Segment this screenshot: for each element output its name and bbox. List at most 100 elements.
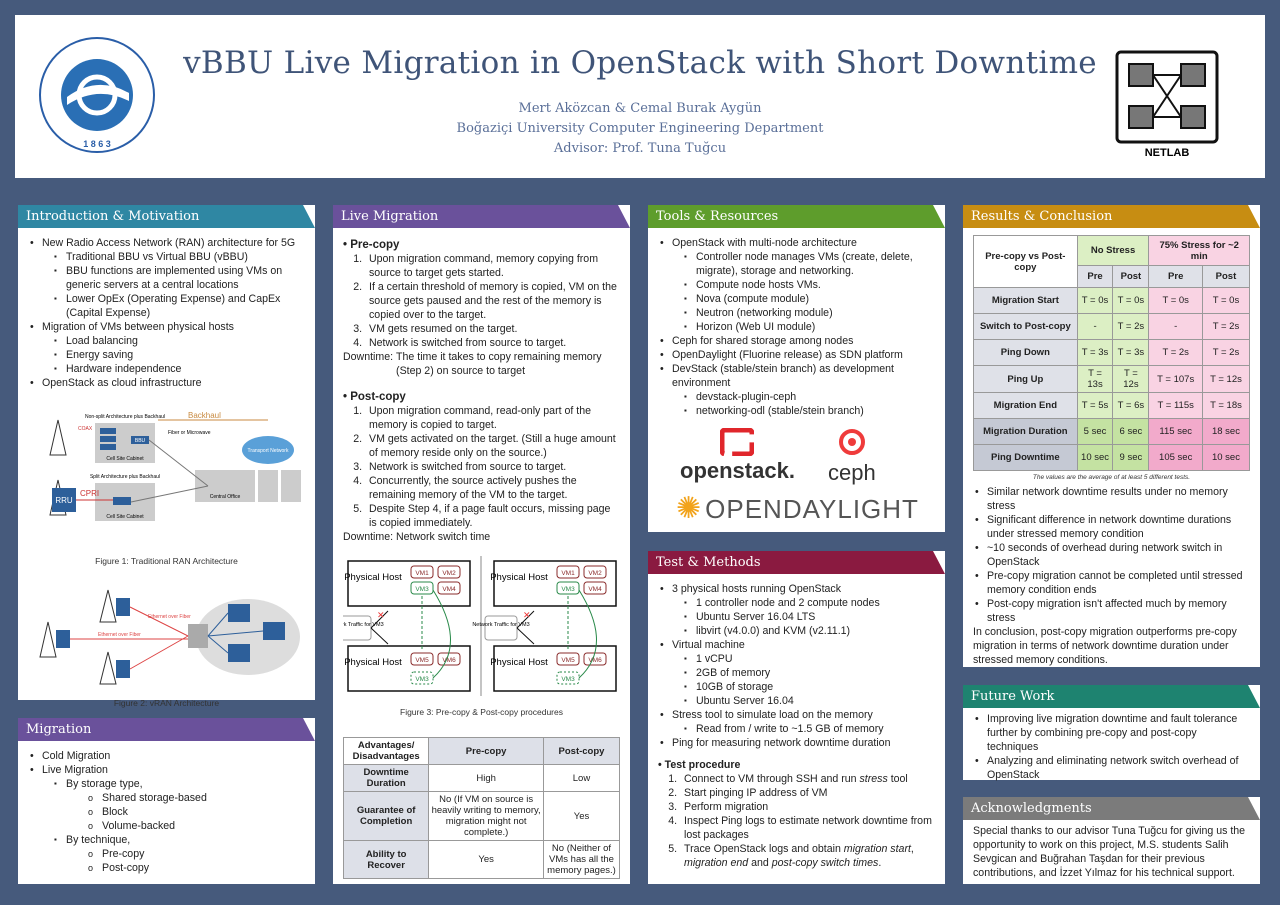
host-label: Physical Host [344, 657, 402, 668]
list-item: Post-copy migration isn't affected much … [973, 597, 1250, 625]
poster-title: vBBU Live Migration in OpenStack with Sh… [183, 45, 1097, 81]
openstack-logo: openstack. [680, 427, 795, 482]
postcopy-downtime: Downtime: Network switch time [343, 531, 491, 543]
list-item: Network is switched from source to targe… [365, 336, 620, 350]
vm-box [556, 671, 580, 685]
precopy-steps: Upon migration command, memory copying f… [365, 252, 620, 350]
vm-box [410, 565, 434, 579]
test-list: 3 physical hosts running OpenStack1 cont… [658, 582, 935, 750]
traffic-box [338, 615, 372, 641]
vm-label: VM2 [588, 570, 602, 577]
list-item: Network is switched from source to targe… [365, 460, 620, 474]
cpri-label: CPRI [80, 489, 99, 498]
vm-box [410, 581, 434, 595]
host-label: Physical Host [490, 572, 548, 583]
list-item: Ubuntu Server 16.04 LTS [682, 610, 935, 624]
vm-label: VM3 [561, 676, 575, 683]
coax-label: COAX [78, 426, 93, 432]
figure3-caption: Figure 3: Pre-copy & Post-copy procedure… [400, 707, 563, 717]
traffic-arrows [516, 610, 535, 645]
figure1-caption: Figure 1: Traditional RAN Architecture [95, 556, 238, 566]
cut-mark: ✕ [523, 610, 531, 620]
vm-label: VM1 [561, 570, 575, 577]
list-item: Significant difference in network downti… [973, 513, 1250, 541]
list-item: Virtual machine1 vCPU2GB of memory10GB o… [658, 638, 935, 708]
list-item: Nova (compute module) [682, 292, 935, 306]
university-logo: 1 8 6 3 [39, 37, 155, 153]
list-item: Controller node manages VMs (create, del… [682, 250, 935, 278]
tools-list: OpenStack with multi-node architectureCo… [658, 236, 935, 418]
results-list: Similar network downtime results under n… [973, 485, 1250, 625]
list-item: Cold Migration [28, 749, 305, 763]
future-work-heading: Future Work [963, 685, 1260, 708]
intro-heading: Introduction & Motivation [18, 205, 315, 228]
procedure-heading: • Test procedure [658, 759, 741, 771]
bbu-label: BBU [135, 438, 146, 444]
vm-box [437, 565, 461, 579]
list-item: Live Migration By storage type, Shared s… [28, 763, 305, 875]
rru-label: RRU [55, 496, 73, 505]
traffic-box [484, 615, 518, 641]
migration-panel: Migration Cold Migration Live Migration … [18, 718, 315, 884]
table-row: Switch to Post-copy-T = 2s-T = 2s [973, 313, 1251, 340]
list-item: Despite Step 4, if a page fault occurs, … [365, 502, 620, 530]
figure-traditional-ran: Non-split Architecture plus Backhaul Spl… [49, 411, 301, 521]
list-item: Connect to VM through SSH and run stress… [680, 772, 935, 786]
department: Boğaziçi University Computer Engineering… [456, 121, 824, 136]
precopy-downtime: Downtime:The time it takes to copy remai… [343, 351, 602, 377]
vm-label: VM6 [588, 657, 602, 664]
list-item: Ubuntu Server 16.04 [682, 694, 935, 708]
advisor: Advisor: Prof. Tuna Tuğcu [553, 141, 727, 156]
migration-list: Cold Migration Live Migration By storage… [28, 749, 305, 875]
backhaul-label: Backhaul [188, 411, 221, 420]
list-item: Perform migration [680, 800, 935, 814]
results-panel: Results & Conclusion Pre-copy vs Post-co… [963, 205, 1260, 667]
traffic-label: Network Traffic for VM3 [472, 622, 529, 628]
vm-label: VM5 [561, 657, 575, 664]
svg-text:1 8 6 3: 1 8 6 3 [83, 139, 111, 149]
host-label: Physical Host [490, 657, 548, 668]
tools-heading: Tools & Resources [648, 205, 945, 228]
precopy-heading: • Pre-copy [343, 239, 400, 251]
vm-label: VM1 [415, 570, 429, 577]
live-migration-heading: Live Migration [333, 205, 630, 228]
figure-vran: Ethernet over Fiber Ethernet over Fiber [39, 589, 300, 685]
list-item: 1 vCPU [682, 652, 935, 666]
tools-panel: Tools & Resources OpenStack with multi-n… [648, 205, 945, 532]
list-item: devstack-plugin-ceph [682, 390, 935, 404]
ethernet-label: Ethernet over Fiber [148, 614, 191, 620]
transport-label: Transport Network [248, 448, 289, 454]
vm-label: VM3 [415, 676, 429, 683]
list-item: Shared storage-based [88, 791, 305, 805]
intro-panel: Introduction & Motivation New Radio Acce… [18, 205, 315, 708]
list-item: Upon migration command, read-only part o… [365, 404, 620, 432]
vm-box [583, 565, 607, 579]
figure2-caption: Figure 2: vRAN Architecture [113, 698, 220, 708]
netlab-label: NETLAB [1145, 147, 1190, 159]
future-work-panel: Future Work Improving live migration dow… [963, 685, 1260, 781]
vm-label: VM4 [442, 586, 456, 593]
results-heading: Results & Conclusion [963, 205, 1260, 228]
list-item: 3 physical hosts running OpenStack1 cont… [658, 582, 935, 638]
vm-box [410, 671, 434, 685]
fiber-label: Fiber or Microwave [168, 430, 211, 436]
list-item: OpenDaylight (Fluorine release) as SDN p… [658, 348, 935, 362]
list-item: OpenStack with multi-node architectureCo… [658, 236, 935, 334]
traffic-arrows [370, 610, 389, 645]
list-item: If a certain threshold of memory is copi… [365, 280, 620, 322]
list-item: Start pinging IP address of VM [680, 786, 935, 800]
list-item: Ping for measuring network downtime dura… [658, 736, 935, 750]
list-item: VM gets resumed on the target. [365, 322, 620, 336]
cut-mark: ✕ [377, 610, 385, 620]
list-item: Horizon (Web UI module) [682, 320, 935, 334]
list-item: Stress tool to simulate load on the memo… [658, 708, 935, 736]
list-item: Inspect Ping logs to estimate network do… [680, 814, 935, 842]
list-item: Pre-copy migration cannot be completed u… [973, 569, 1250, 597]
list-item: ~10 seconds of overhead during network s… [973, 541, 1250, 569]
list-item: Traditional BBU vs Virtual BBU (vBBU) [52, 250, 305, 264]
